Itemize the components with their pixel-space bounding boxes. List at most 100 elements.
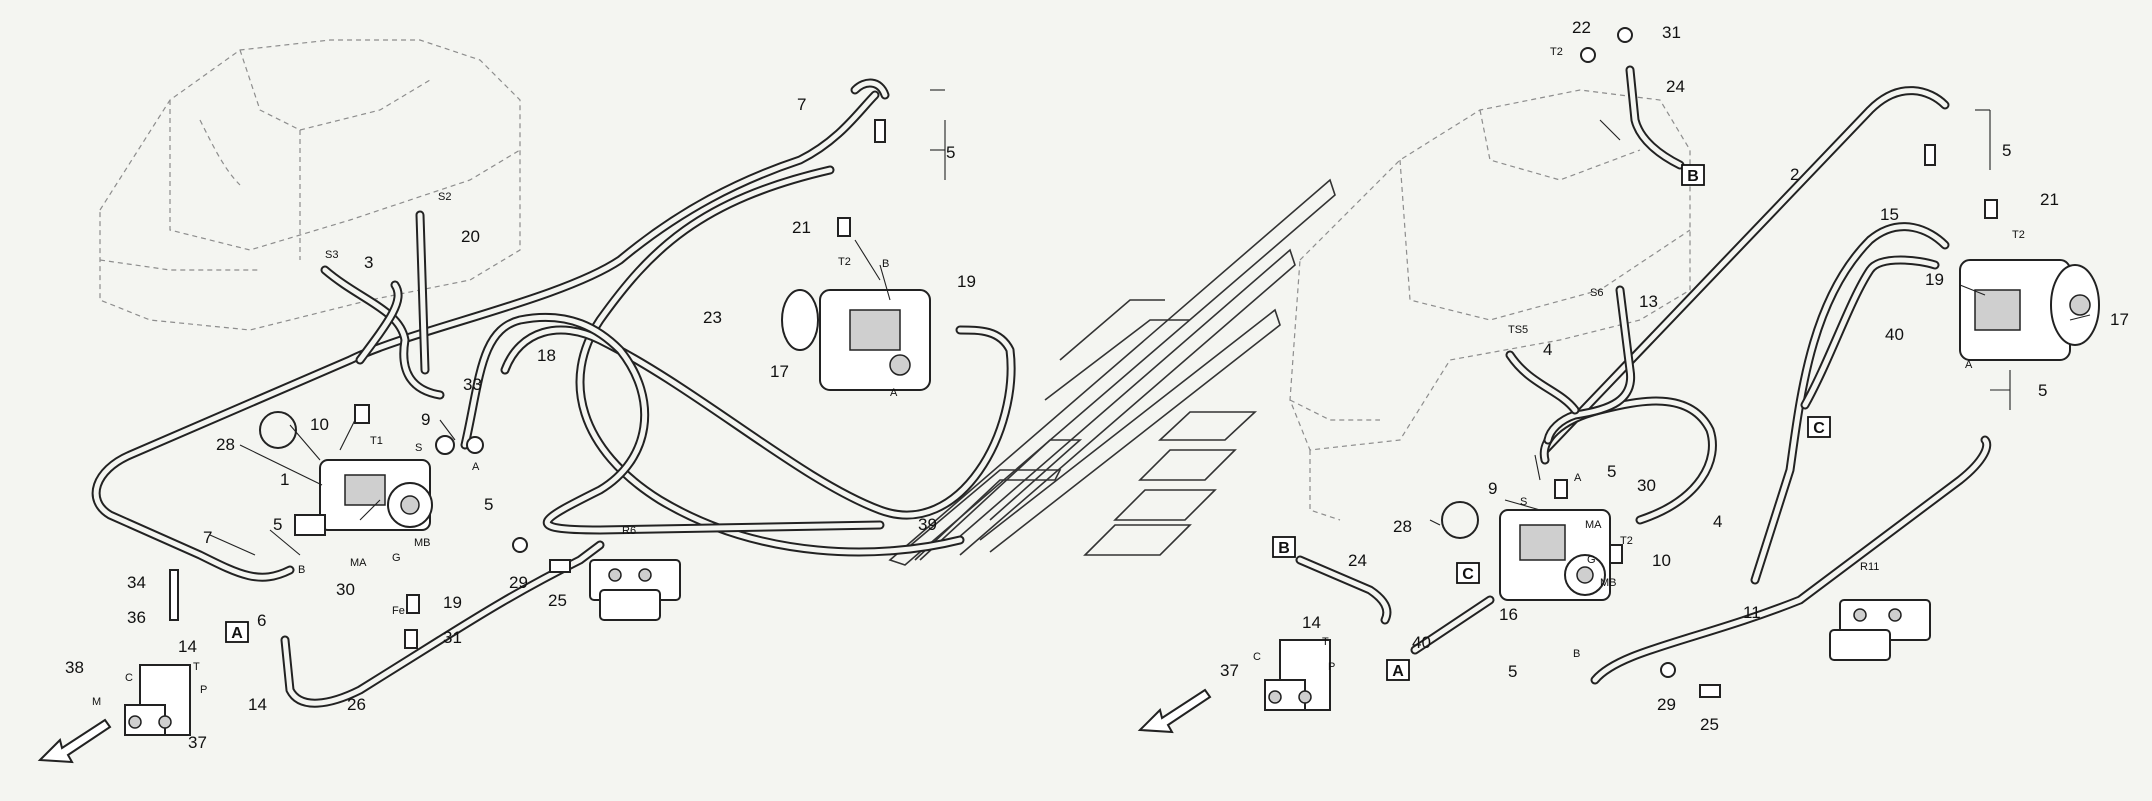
callout-5-a: 5 (273, 515, 282, 534)
box-label: C (1462, 566, 1474, 583)
callout-10-r: 10 (1652, 551, 1671, 570)
left-motor[interactable] (781, 289, 931, 391)
hose-24-upper (1625, 65, 1685, 170)
right-pump[interactable] (1499, 509, 1611, 601)
callout-22: 22 (1572, 18, 1591, 37)
box-label: B (1687, 168, 1699, 185)
hose-4-upper (1505, 350, 1580, 415)
port-p: P (200, 684, 207, 696)
port-t-r: T (1322, 636, 1329, 648)
port-g: G (392, 552, 401, 564)
port-fe: Fe (392, 605, 405, 617)
port-mb: MB (414, 537, 431, 549)
callout-23: 23 (703, 308, 722, 327)
port-p-r: P (1328, 661, 1335, 673)
port-s6: S6 (1590, 287, 1603, 299)
port-m: M (92, 696, 101, 708)
callout-11: 11 (1743, 603, 1761, 622)
hose-20 (415, 210, 430, 375)
port-t2: T2 (838, 256, 851, 268)
hose-upper-bend (850, 78, 890, 100)
callout-38: 38 (65, 658, 84, 677)
port-t2-motor: T2 (2012, 229, 2025, 241)
hose-26 (280, 540, 605, 708)
port-s2: S2 (438, 191, 451, 203)
callout-14-b: 14 (248, 695, 267, 714)
callout-15: 15 (1880, 205, 1899, 224)
left-pump[interactable] (294, 459, 433, 536)
hose-11 (1590, 435, 1992, 685)
arrows (37, 688, 1212, 764)
callout-28-r: 28 (1393, 517, 1412, 536)
port-ma: MA (350, 557, 367, 569)
left-valve-block[interactable] (124, 664, 191, 736)
port-a-r: A (1574, 472, 1582, 484)
port-g-r: G (1587, 554, 1596, 566)
hose-3 (320, 265, 445, 400)
left-callouts: 1 3 5 5 5 6 7 7 9 10 14 14 17 18 19 19 2… (65, 95, 976, 752)
reference-box-c-mid: C (1456, 562, 1480, 584)
callout-40-b: 40 (1412, 633, 1431, 652)
right-motor[interactable] (1959, 259, 2100, 361)
callout-5-e: 5 (1508, 662, 1517, 681)
port-mb-r: MB (1600, 577, 1617, 589)
callout-16: 16 (1499, 605, 1518, 624)
callout-39: 39 (918, 515, 937, 534)
callout-36: 36 (127, 608, 146, 627)
callout-3: 3 (364, 253, 373, 272)
callout-28: 28 (216, 435, 235, 454)
hose-23 (575, 165, 965, 557)
hose-18 (460, 312, 885, 535)
port-b: B (298, 564, 305, 576)
reference-box-a-right: A (1386, 659, 1410, 681)
box-label: B (1278, 540, 1290, 557)
port-c-r: C (1253, 651, 1261, 663)
box-label: A (231, 625, 243, 642)
fittings (169, 27, 1998, 698)
port-s3: S3 (325, 249, 338, 261)
callout-19-a: 19 (957, 272, 976, 291)
callout-24-b: 24 (1348, 551, 1367, 570)
right-hoses (1295, 65, 1992, 685)
port-r6: R6 (622, 525, 636, 537)
reference-box-b-lower: B (1272, 536, 1296, 558)
port-t1: T1 (370, 435, 383, 447)
callout-31: 31 (443, 628, 462, 647)
callout-19-r: 19 (1925, 270, 1944, 289)
hose-33-loop (355, 280, 403, 365)
callout-29-r: 29 (1657, 695, 1676, 714)
port-c: C (125, 672, 133, 684)
hose-40-lower (1410, 595, 1495, 655)
port-a-motor-r: A (1965, 359, 1973, 371)
callout-25: 25 (548, 591, 567, 610)
left-hoses (91, 78, 1016, 708)
callout-5-d: 5 (1607, 462, 1616, 481)
callout-10: 10 (310, 415, 329, 434)
manifold-r11[interactable] (1829, 599, 1931, 661)
callout-18: 18 (537, 346, 556, 365)
box-label: A (1392, 663, 1404, 680)
callout-19-b: 19 (443, 593, 462, 612)
leader-lines (209, 89, 2091, 556)
callout-4-b: 4 (1713, 512, 1722, 531)
port-a-motor: A (890, 387, 898, 399)
callout-7-a: 7 (797, 95, 806, 114)
port-r11: R11 (1860, 561, 1879, 573)
callout-34: 34 (127, 573, 146, 592)
callout-9-r: 9 (1488, 479, 1497, 498)
hose-15-40 (1750, 222, 1950, 585)
hose-7-long-loop (91, 90, 880, 582)
chassis-frame-outline (888, 178, 1336, 566)
right-valve-block[interactable] (1264, 639, 1331, 711)
hose-39 (500, 325, 1016, 520)
manifold-r6[interactable] (589, 559, 681, 621)
callout-30: 30 (336, 580, 355, 599)
callout-40-a: 40 (1885, 325, 1904, 344)
callout-14-a: 14 (178, 637, 197, 656)
port-ts5: TS5 (1508, 324, 1528, 336)
callout-1: 1 (280, 470, 289, 489)
reference-box-c-right: C (1807, 416, 1831, 438)
callout-6: 6 (257, 611, 266, 630)
right-callouts: 2 4 4 5 5 5 5 9 10 11 13 14 15 16 17 19 … (1220, 18, 2129, 734)
